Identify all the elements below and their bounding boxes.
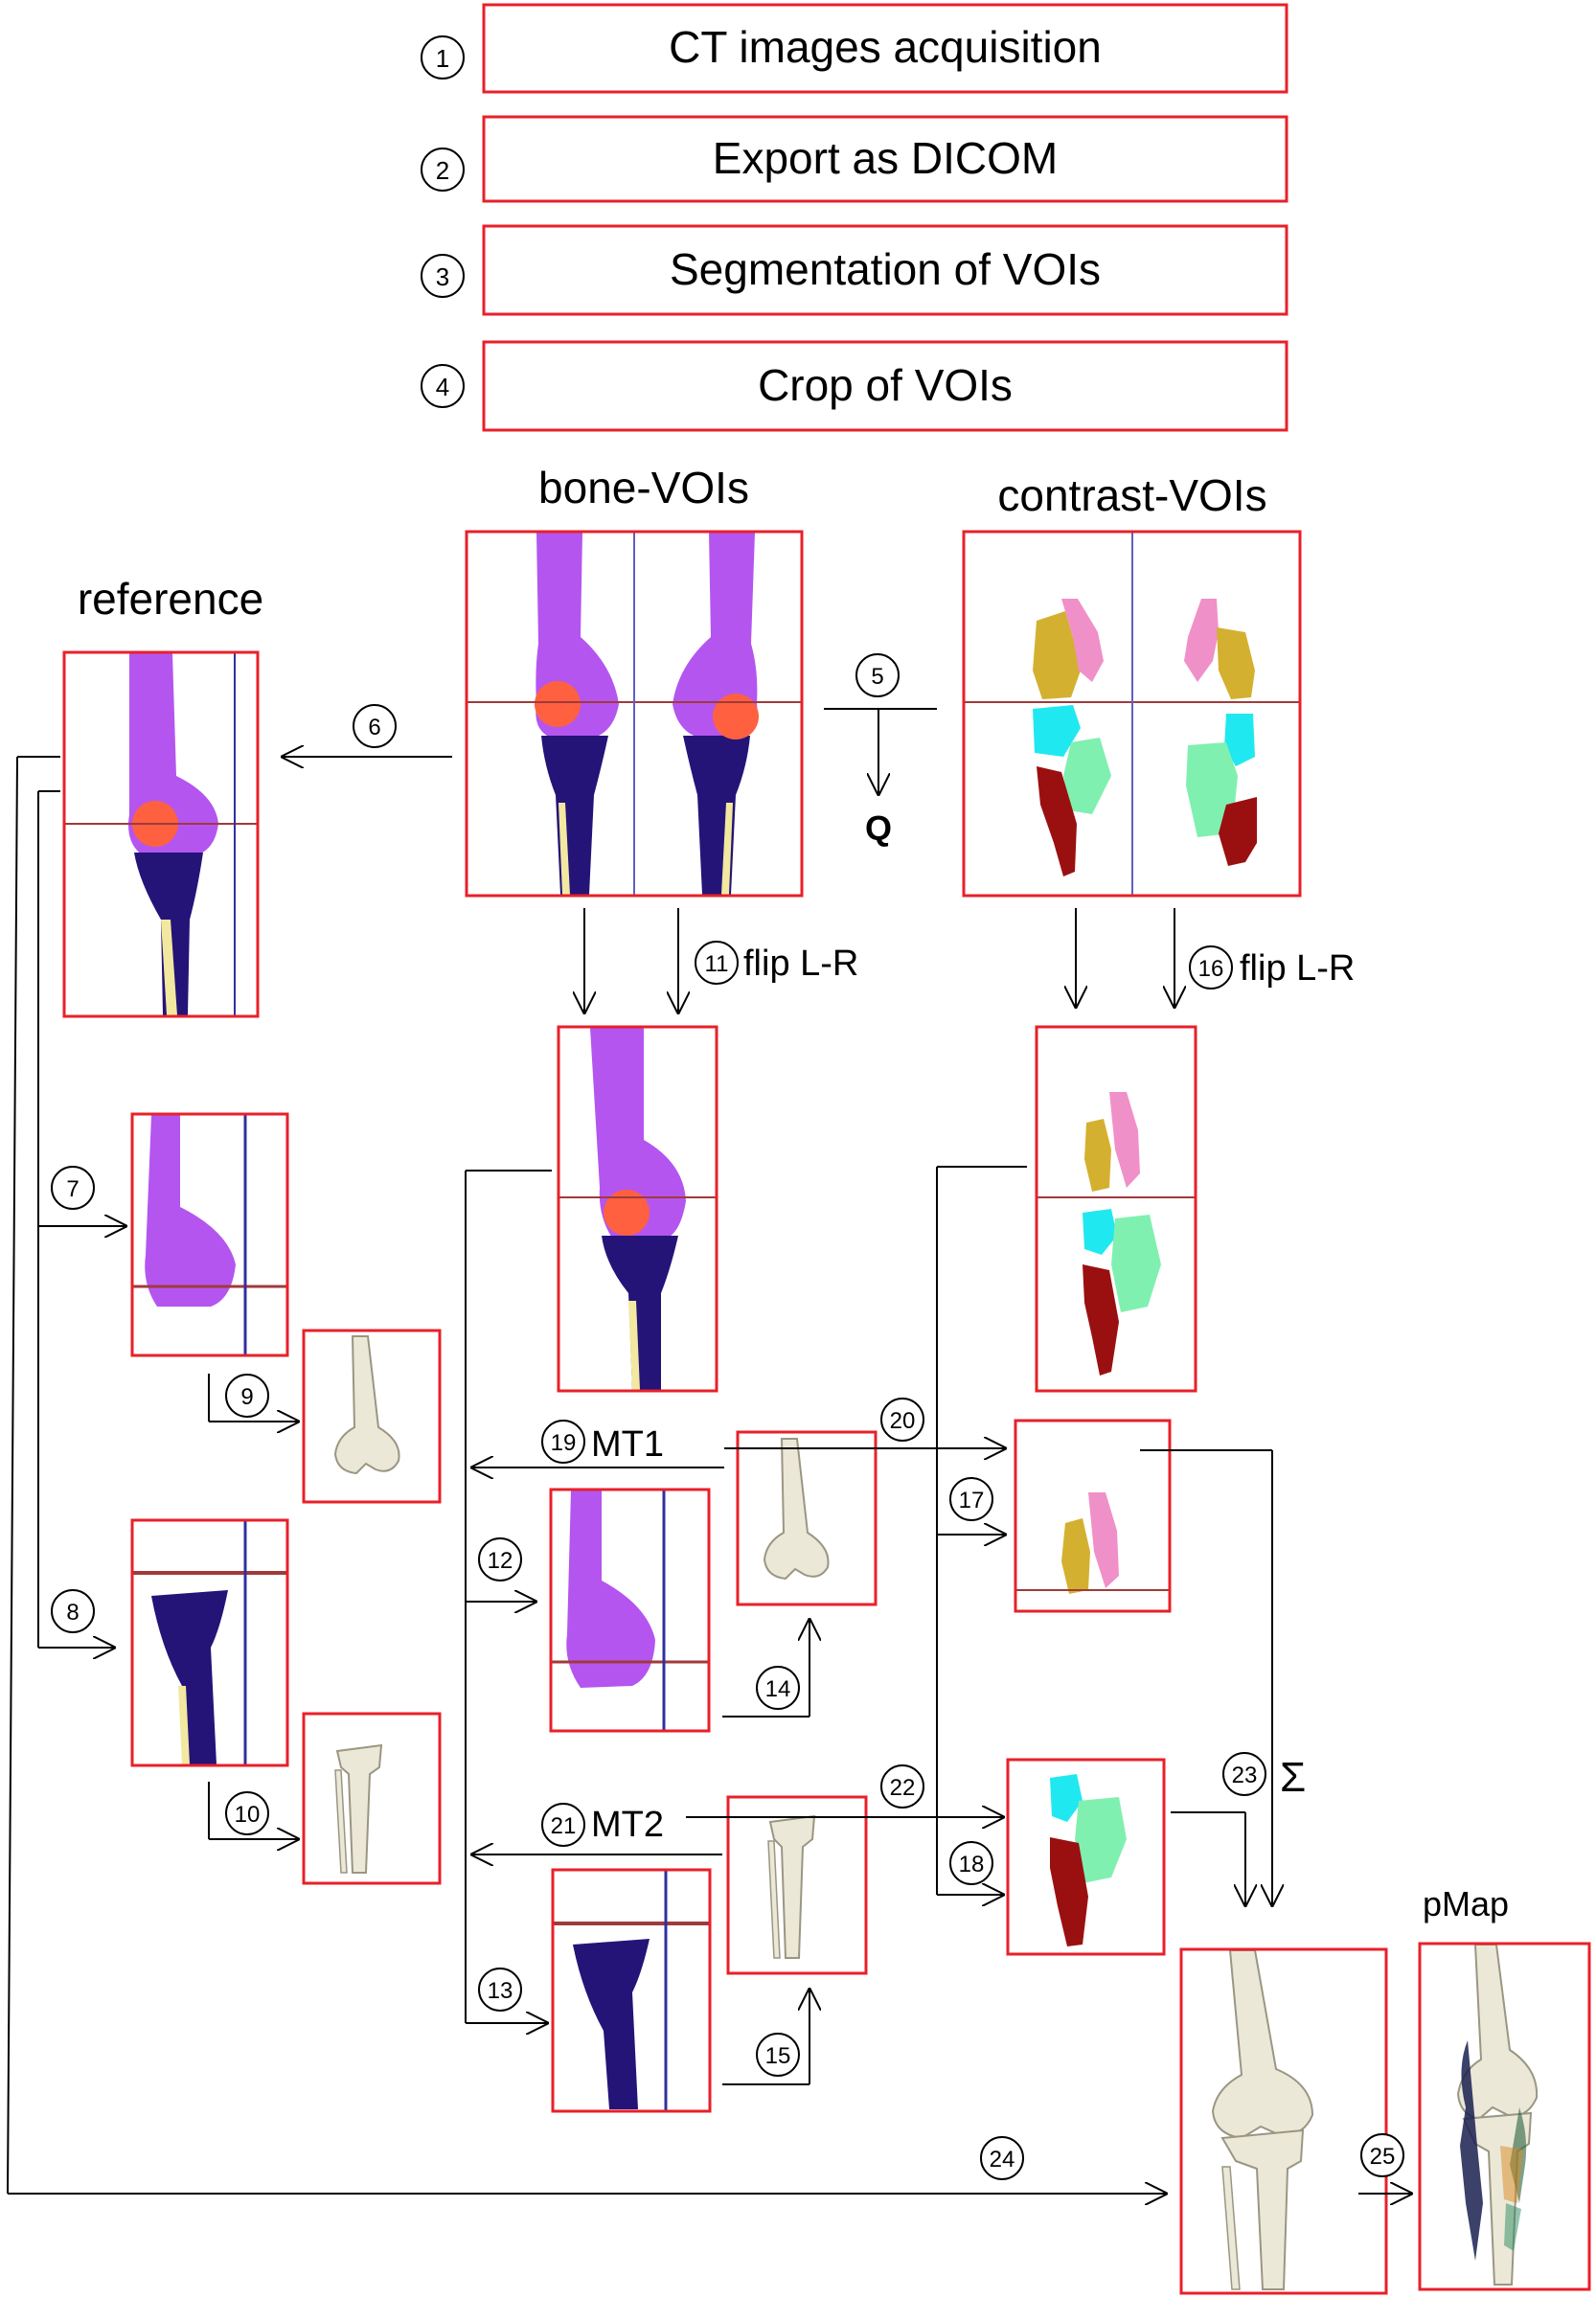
- svg-text:11: 11: [705, 951, 729, 977]
- step-marker-24: 24: [980, 2136, 1024, 2180]
- step-marker-16: 16: [1189, 945, 1233, 990]
- svg-text:7: 7: [66, 1176, 79, 1202]
- step-box: [482, 340, 1288, 432]
- svg-text:18: 18: [959, 1852, 985, 1877]
- moving-tibia-3d: [726, 1795, 868, 1975]
- contrast-vois-image: [962, 530, 1302, 898]
- step-marker-15: 15: [756, 2033, 800, 2077]
- step-marker-14: 14: [756, 1666, 800, 1710]
- bone-vois-heading: bone-VOIs: [538, 463, 749, 512]
- step-4: 4 Crop of VOIs: [421, 340, 1288, 432]
- step-number: 2: [436, 156, 449, 185]
- svg-text:15: 15: [765, 2043, 791, 2069]
- step-number: 1: [436, 44, 449, 73]
- sigma-label: Σ: [1280, 1754, 1306, 1801]
- step-marker-7: 7: [51, 1166, 95, 1210]
- pmap-image: [1418, 1942, 1591, 2291]
- contrast-vois-heading: contrast-VOIs: [997, 470, 1266, 520]
- step-box: [482, 3, 1288, 94]
- svg-text:24: 24: [990, 2147, 1015, 2173]
- step-number-circle: [421, 148, 465, 192]
- flip-label-contrast: flip L-R: [1240, 948, 1355, 989]
- step-marker-20: 20: [880, 1398, 924, 1442]
- svg-text:12: 12: [488, 1548, 513, 1574]
- reference-image: [62, 650, 260, 1018]
- step-marker-5: 5: [855, 653, 900, 697]
- flip-label-bone: flip L-R: [743, 944, 858, 984]
- flipped-contrast-image: [1035, 1025, 1197, 1393]
- step-box: [482, 115, 1288, 203]
- svg-text:5: 5: [871, 664, 883, 690]
- q-label: Q: [865, 808, 892, 848]
- reference-heading: reference: [78, 574, 263, 624]
- contrast-femur-part: [1014, 1419, 1172, 1613]
- reference-tibia-crop: [130, 1518, 289, 1767]
- svg-text:8: 8: [66, 1600, 79, 1626]
- step-number-circle: [421, 254, 465, 298]
- step-marker-11: 11: [695, 941, 739, 985]
- moving-tibia-crop: [551, 1868, 712, 2113]
- pmap-heading: pMap: [1423, 1884, 1509, 1923]
- step-marker-13: 13: [478, 1968, 522, 2012]
- moving-femur-crop: [549, 1488, 711, 1733]
- svg-text:19: 19: [551, 1430, 577, 1456]
- step-2: 2 Export as DICOM: [421, 115, 1288, 203]
- step-marker-8: 8: [51, 1589, 95, 1633]
- step-marker-22: 22: [880, 1764, 924, 1809]
- step-marker-9: 9: [225, 1374, 269, 1418]
- svg-text:6: 6: [368, 715, 380, 740]
- step-number-circle: [421, 35, 465, 80]
- svg-text:9: 9: [240, 1384, 253, 1410]
- contrast-tibia-part: [1006, 1758, 1166, 1956]
- reference-tibia-3d: [302, 1712, 442, 1885]
- reference-femur-crop: [130, 1112, 289, 1357]
- mt1-label: MT1: [591, 1424, 664, 1465]
- reference-femur-3d: [302, 1329, 442, 1504]
- mt2-label: MT2: [591, 1805, 664, 1845]
- step-marker-18: 18: [949, 1841, 993, 1885]
- svg-text:13: 13: [488, 1978, 513, 2004]
- svg-text:21: 21: [551, 1813, 577, 1839]
- svg-text:25: 25: [1370, 2144, 1396, 2170]
- bone-vois-image: [465, 530, 804, 898]
- svg-text:14: 14: [765, 1676, 791, 1702]
- svg-text:23: 23: [1232, 1763, 1258, 1788]
- step-number-markers: 5 6 7 8 9 10 11 12 13 14 15 16 17 18 19 …: [51, 653, 1404, 2180]
- svg-text:22: 22: [890, 1775, 916, 1801]
- step-3: 3 Segmentation of VOIs: [421, 224, 1288, 316]
- svg-text:10: 10: [235, 1802, 261, 1828]
- svg-text:16: 16: [1198, 956, 1224, 982]
- step-marker-6: 6: [353, 704, 397, 748]
- step-number-circle: [421, 364, 465, 408]
- step-marker-25: 25: [1360, 2133, 1404, 2177]
- flipped-bone-image: [557, 1025, 718, 1393]
- svg-text:17: 17: [959, 1488, 985, 1513]
- step-marker-10: 10: [225, 1791, 269, 1835]
- step-box: [482, 224, 1288, 316]
- step-number: 3: [436, 262, 449, 291]
- step-number: 4: [436, 373, 449, 401]
- step-marker-21: 21: [541, 1803, 585, 1847]
- step-marker-23: 23: [1222, 1752, 1266, 1796]
- svg-text:20: 20: [890, 1408, 916, 1434]
- step-marker-12: 12: [478, 1537, 522, 1581]
- step-label: Segmentation of VOIs: [670, 244, 1101, 294]
- moving-femur-3d: [736, 1430, 878, 1606]
- step-marker-17: 17: [949, 1477, 993, 1521]
- step-label: Export as DICOM: [713, 133, 1058, 183]
- aggregated-knee-3d: [1179, 1947, 1388, 2295]
- step-label: Crop of VOIs: [758, 360, 1013, 410]
- step-marker-19: 19: [541, 1420, 585, 1464]
- step-1: 1 CT images acquisition: [421, 3, 1288, 94]
- step-label: CT images acquisition: [669, 22, 1102, 72]
